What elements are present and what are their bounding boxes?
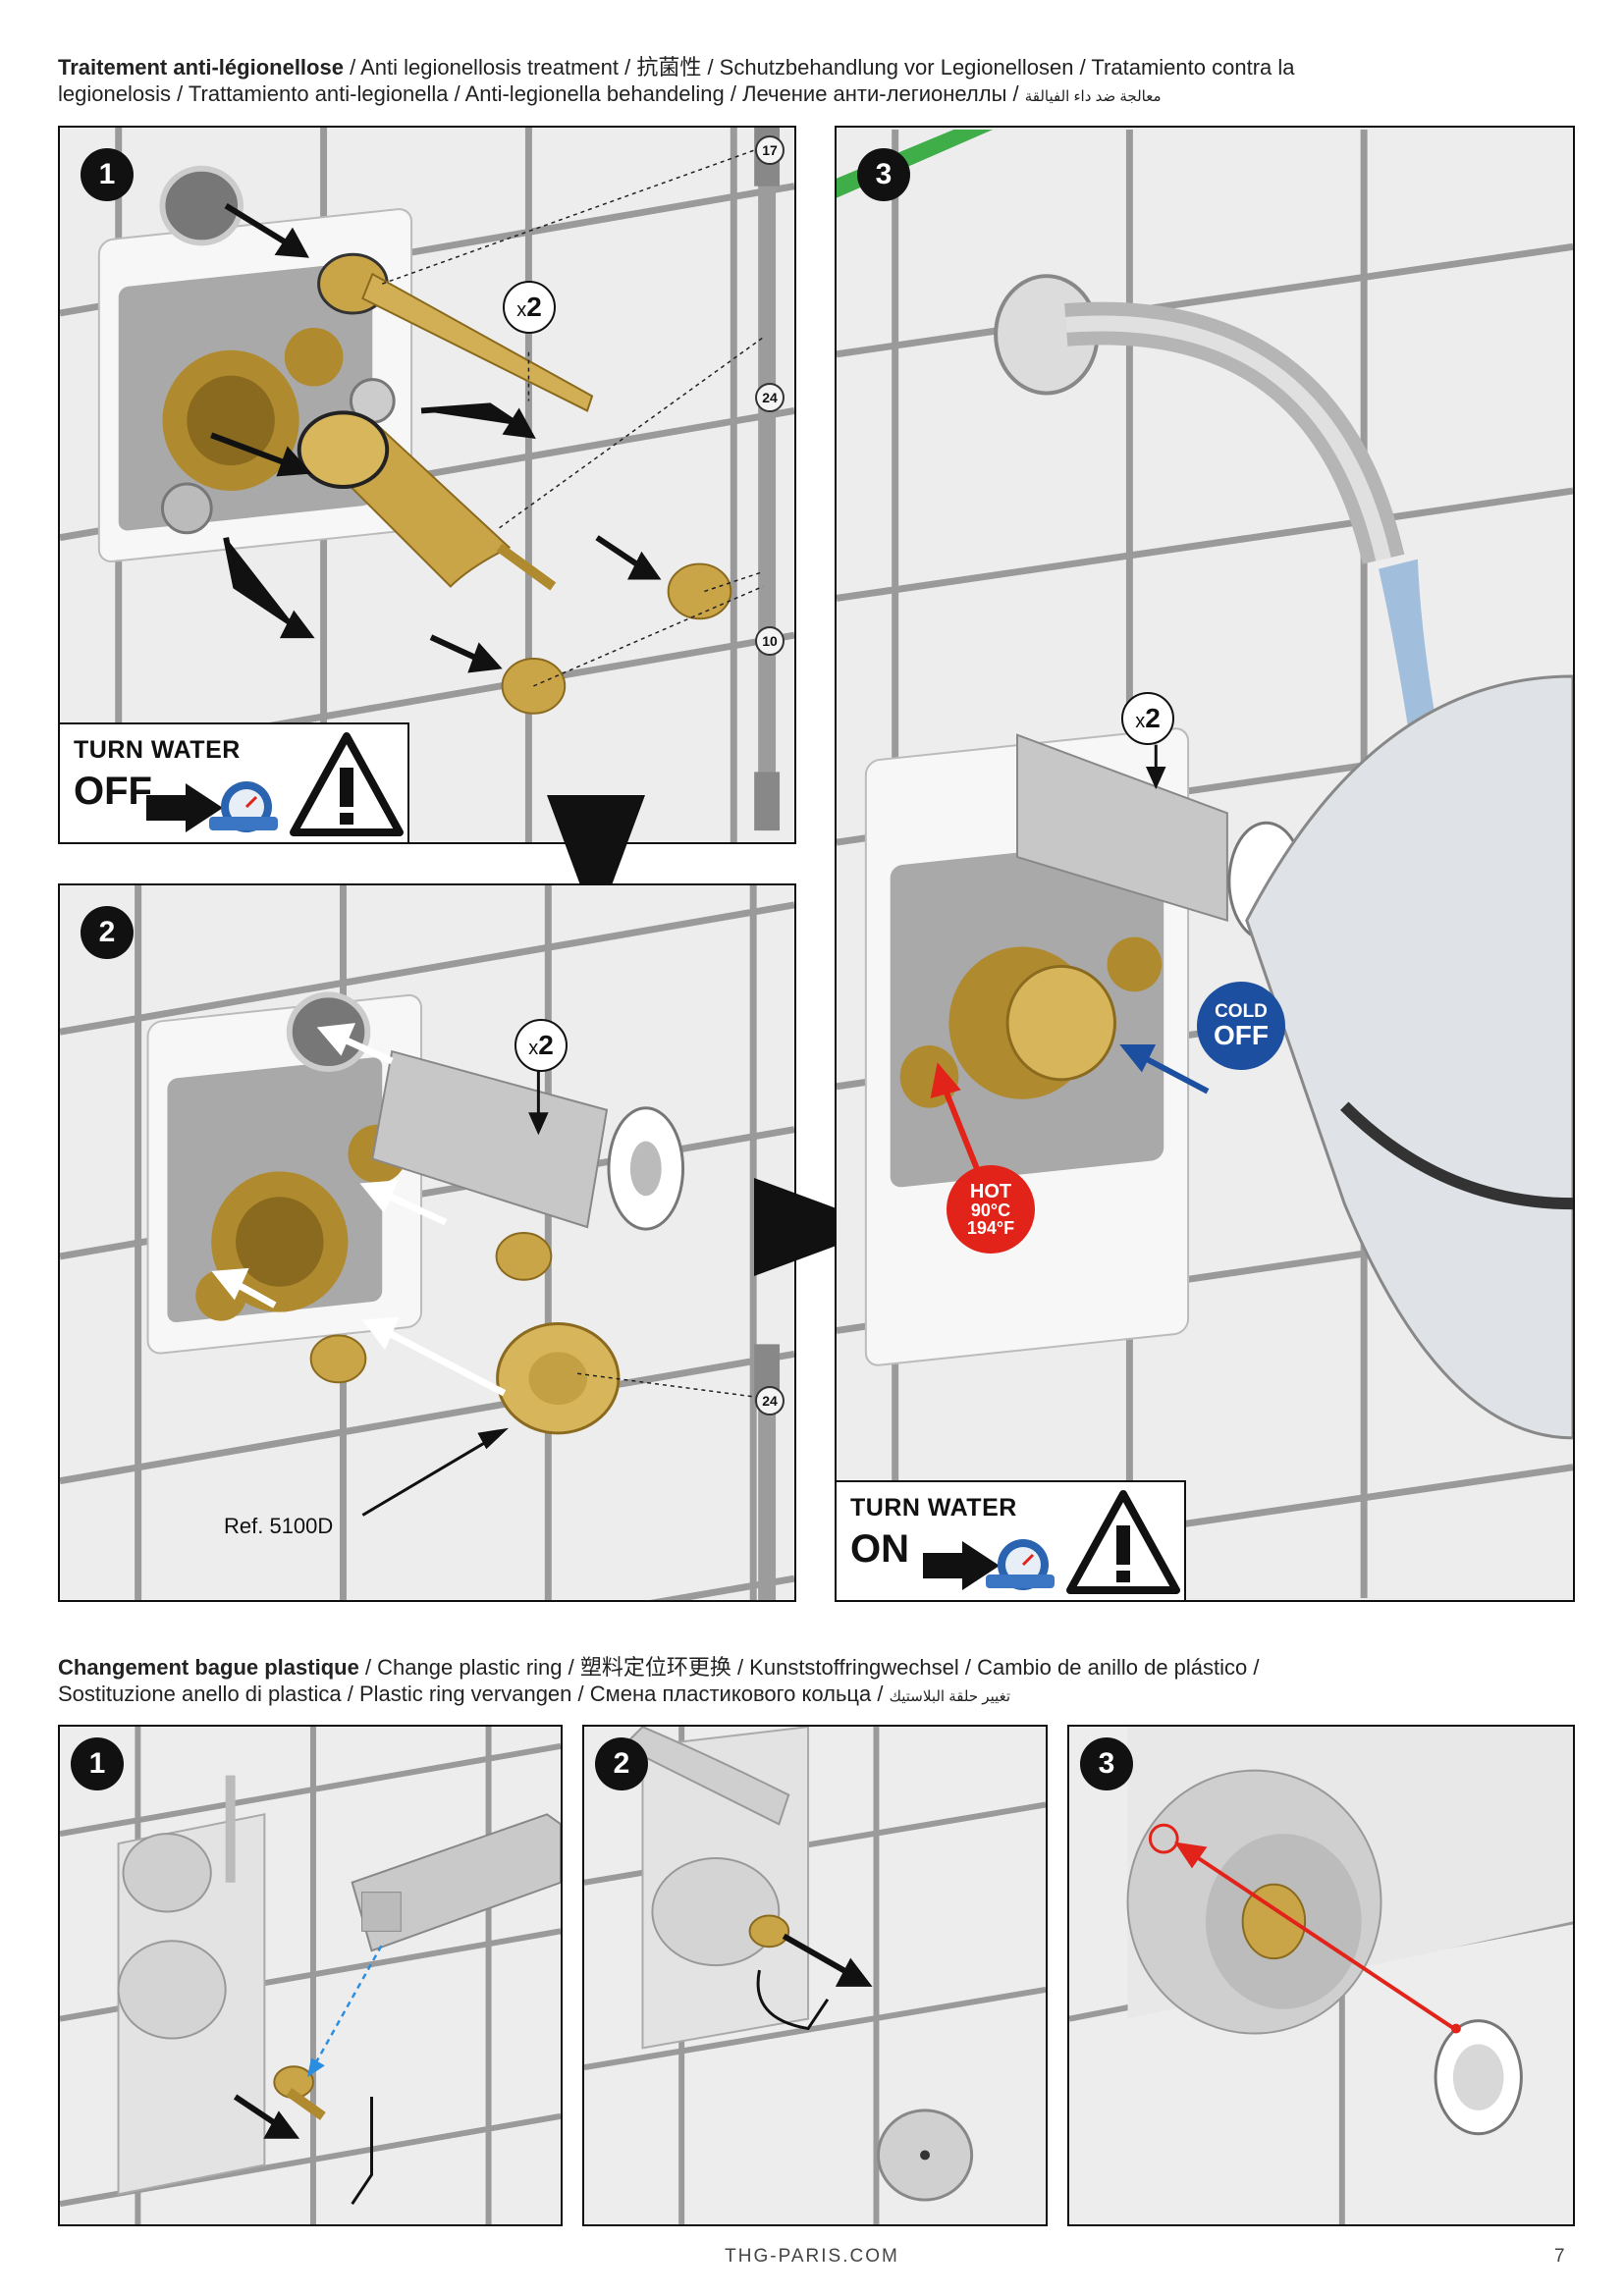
footer-website: THG-PARIS.COM [0,2246,1624,2268]
panel-2-illustration [60,885,794,1600]
step-number-badge: 1 [81,148,134,201]
panel-step-3: 3 x2 COLD OFF HOT 90°C 194°F TURN WATER … [835,126,1575,1602]
wrench-size-10: 10 [755,626,785,656]
heading-line1: / Change plastic ring / 塑料定位环更换 / Kunsts… [359,1655,1260,1680]
heading-line2: legionelosis / Trattamiento anti-legione… [58,81,1025,106]
section-heading-plastic-ring: Changement bague plastique / Change plas… [58,1654,1511,1710]
heading-line1: / Anti legionellosis treatment / 抗菌性 / S… [344,55,1295,80]
water-meter-icon [207,774,278,838]
panel-ring-step-3: 3 [1067,1725,1575,2226]
panel-step-2: 2 x2 24 Ref. 5100D [58,883,796,1602]
wrench-size-17: 17 [755,135,785,165]
panel-ring-step-2: 2 [582,1725,1048,2226]
quantity-x2-badge: x2 [514,1019,568,1072]
turn-water-on-notice: TURN WATER ON [835,1480,1186,1602]
panel-3-illustration [837,128,1573,1600]
panel-step-1: 1 x2 17 24 10 TURN WATER OFF [58,126,796,844]
ring-step-3-illustration [1069,1727,1573,2224]
turn-water-label: TURN WATER [74,736,241,765]
hot-temperature-badge: HOT 90°C 194°F [947,1165,1035,1254]
quantity-x2-badge: x2 [1121,692,1174,745]
part-reference-label: Ref. 5100D [224,1514,333,1539]
water-off-label: OFF [74,770,152,814]
heading-arabic: معالجة ضد داء الفيالقة [1025,88,1162,105]
cold-off-badge: COLD OFF [1197,982,1285,1070]
step-number-badge: 3 [1080,1737,1133,1790]
step-number-badge: 3 [857,148,910,201]
turn-water-off-notice: TURN WATER OFF [58,722,409,844]
panel-ring-step-1: 1 [58,1725,563,2226]
warning-triangle-icon [288,730,406,838]
heading-line2: Sostituzione anello di plastica / Plasti… [58,1682,890,1706]
water-on-label: ON [850,1527,909,1572]
step-number-badge: 2 [595,1737,648,1790]
heading-bold-fr: Changement bague plastique [58,1655,359,1680]
step-number-badge: 1 [71,1737,124,1790]
page-number: 7 [1554,2246,1565,2268]
quantity-x2-badge: x2 [503,281,556,334]
warning-triangle-icon [1064,1488,1182,1596]
turn-water-label: TURN WATER [850,1494,1017,1522]
heading-arabic: تغيير حلقة البلاستيك [890,1688,1010,1705]
wrench-size-24: 24 [755,1386,785,1415]
section-heading-legionella: Traitement anti-légionellose / Anti legi… [58,54,1511,110]
heading-bold-fr: Traitement anti-légionellose [58,55,344,80]
water-meter-icon [984,1531,1055,1596]
step-number-badge: 2 [81,906,134,959]
wrench-size-24: 24 [755,383,785,412]
ring-step-2-illustration [584,1727,1046,2224]
ring-step-1-illustration [60,1727,561,2224]
